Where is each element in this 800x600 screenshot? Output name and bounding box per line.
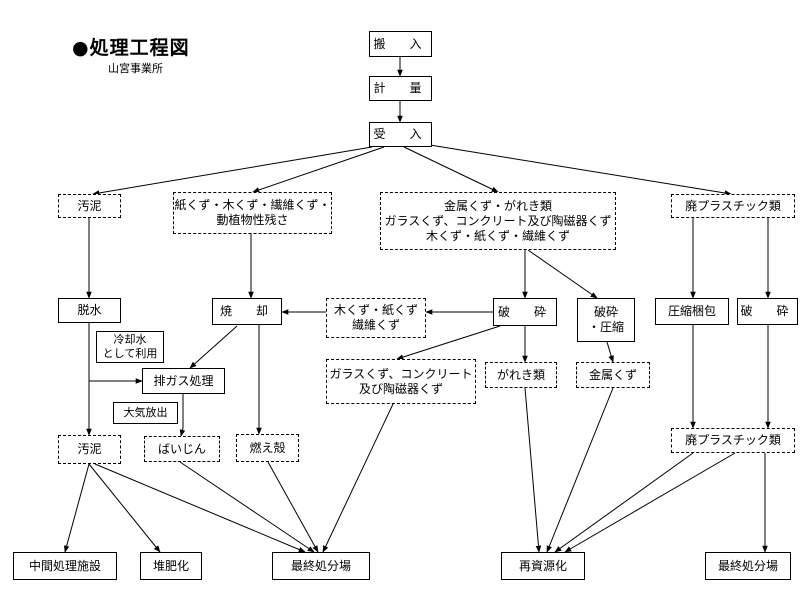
node-asshuku-konpo: 圧縮梱包 xyxy=(655,298,729,325)
note-reikyakusui-line2: として利用 xyxy=(102,347,158,360)
node-saishu1: 最終処分場 xyxy=(272,552,370,580)
node-hasai-asshuku: 破砕 ・圧縮 xyxy=(577,298,635,342)
node-glass-line1: ガラスくず、コンクリート xyxy=(329,366,473,381)
node-kinzoku-group-line2: ガラスくず、コンクリート及び陶磁器くず xyxy=(384,213,612,228)
arrow-hasaiasshuku-kinzoku xyxy=(606,341,614,363)
node-hasai-asshuku-line2: ・圧縮 xyxy=(587,320,624,334)
node-ukeire: 受 入 xyxy=(369,122,432,147)
arrow-ukeire-odei xyxy=(92,146,373,196)
node-plastic-out: 廃プラスチック類 xyxy=(671,428,795,453)
node-kinzoku: 金属くず xyxy=(576,362,650,388)
node-odei-out: 汚泥 xyxy=(58,435,121,464)
arrow-hasai-glass xyxy=(396,325,501,360)
arrow-odei-saishu1 xyxy=(94,463,306,553)
arrow-kinzoku-hasaiasshuku xyxy=(527,249,598,299)
arrow-gareki-saishigen xyxy=(524,387,542,553)
node-kami-group-line2: 動植物性残さ xyxy=(216,213,289,227)
arrow-odei-chukan xyxy=(63,463,90,553)
node-saishu2: 最終処分場 xyxy=(705,552,791,580)
node-chukan: 中間処理施設 xyxy=(13,552,117,580)
node-saishigen: 再資源化 xyxy=(501,552,585,580)
node-moku-kami-line1: 木くず・紙くず xyxy=(333,303,418,317)
node-baijin: ばいじん xyxy=(144,436,220,462)
note-reikyakusui: 冷却水 として利用 xyxy=(96,331,164,363)
page-subtitle: 山宮事業所 xyxy=(108,62,163,75)
note-reikyakusui-line1: 冷却水 xyxy=(113,333,147,346)
node-kinzoku-group-line1: 金属くず・がれき類 xyxy=(443,198,552,213)
note-taiki: 大気放出 xyxy=(113,402,178,424)
arrow-kinzoku-saishigen xyxy=(546,387,614,553)
node-taihi: 堆肥化 xyxy=(140,552,202,580)
node-glass: ガラスくず、コンクリート 及び陶磁器くず xyxy=(326,359,476,404)
node-glass-line2: 及び陶磁器くず xyxy=(358,381,443,396)
node-moegara: 燃え殻 xyxy=(236,434,299,462)
page-title: ●処理工程図 xyxy=(72,37,190,59)
node-kinzoku-group: 金属くず・がれき類 ガラスくず、コンクリート及び陶磁器くず 木くず・紙くず・繊維… xyxy=(380,192,616,250)
arrow-ukeire-kami xyxy=(252,146,385,193)
arrow-haigas-baijin xyxy=(179,394,186,437)
arrow-plasticout-saishigen2 xyxy=(564,452,736,553)
node-moku-kami: 木くず・紙くず 繊維くず xyxy=(326,298,426,338)
arrow-ukeire-kinzoku xyxy=(403,146,499,193)
arrow-glass-saishu1 xyxy=(322,403,394,553)
node-hannyu: 搬 入 xyxy=(369,31,432,57)
arrow-ukeire-plastic xyxy=(429,144,732,196)
node-odei-in: 汚泥 xyxy=(58,194,121,218)
node-plastic-in: 廃プラスチック類 xyxy=(671,194,795,218)
node-moku-kami-line2: 繊維くず xyxy=(351,318,400,332)
node-hasai-asshuku-line1: 破砕 xyxy=(593,305,618,319)
arrow-shokyaku-haigas xyxy=(189,325,238,369)
node-kinzoku-group-line3: 木くず・紙くず・繊維くず xyxy=(425,228,570,243)
arrow-moegara-saishu1 xyxy=(267,461,319,553)
node-kami-group-line1: 紙くず・木くず・繊維くず・ xyxy=(174,198,331,212)
node-haigas: 排ガス処理 xyxy=(142,368,225,394)
node-keiryo: 計 量 xyxy=(369,76,432,101)
arrow-baijin-saishu1 xyxy=(179,461,315,553)
node-hasai2: 破 砕 xyxy=(737,298,798,325)
arrow-odei-taihi xyxy=(88,463,161,553)
node-gareki: がれき類 xyxy=(485,362,557,388)
node-shokyaku: 焼 却 xyxy=(212,298,282,325)
node-dassui: 脱水 xyxy=(58,298,121,323)
node-kami-group: 紙くず・木くず・繊維くず・ 動植物性残さ xyxy=(173,192,332,234)
node-hasai: 破 砕 xyxy=(493,298,557,326)
arrow-plasticout-saishigen xyxy=(554,452,694,553)
